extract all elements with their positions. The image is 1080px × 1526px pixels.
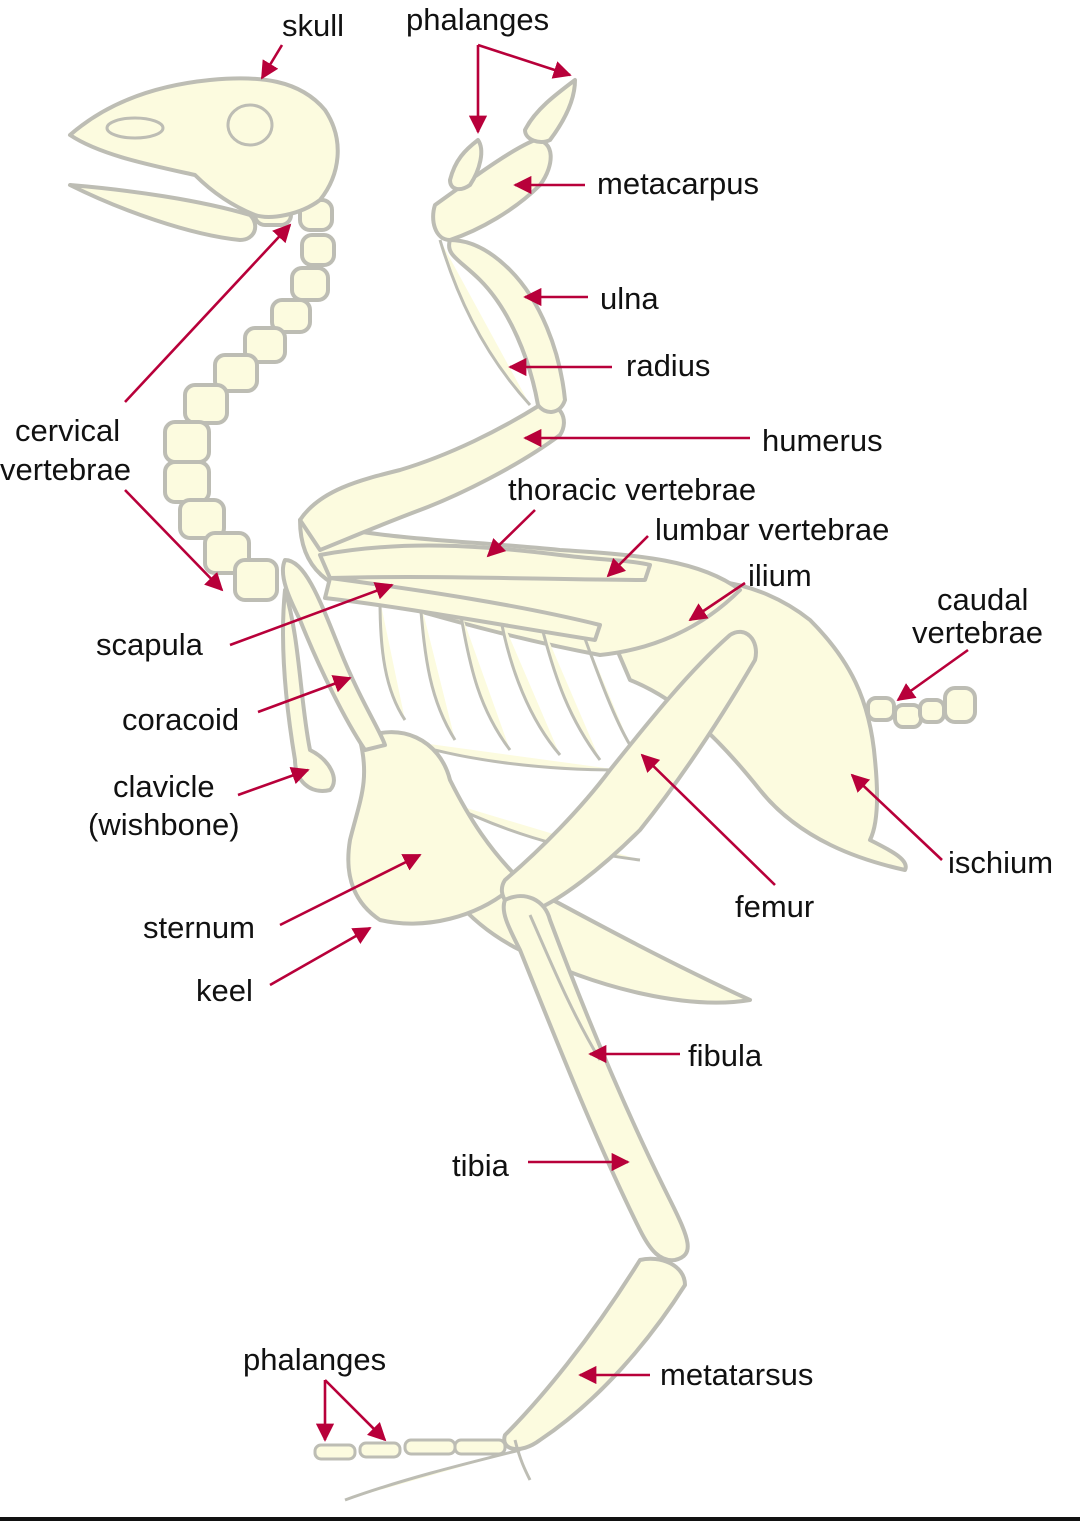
ischium-bone — [598, 578, 908, 872]
skull-nostril — [105, 116, 165, 140]
label-coracoid: coracoid — [122, 702, 239, 737]
label-cervical-line1: cervical — [15, 413, 120, 448]
label-scapula: scapula — [96, 627, 204, 662]
label-thoracic-vertebrae: thoracic vertebrae — [508, 472, 756, 507]
tibia-bone — [501, 894, 690, 1263]
sternum-bone — [346, 730, 522, 926]
thoracic-vertebrae-bone — [318, 543, 652, 582]
label-fibula: fibula — [688, 1038, 763, 1073]
foot-phalanges-bones — [313, 1438, 532, 1502]
label-clavicle-line2: (wishbone) — [88, 807, 240, 842]
skull-bone — [68, 76, 340, 219]
lower-jaw-bone — [68, 183, 258, 242]
scapula-bone — [323, 576, 602, 642]
clavicle-bone — [281, 588, 336, 793]
label-femur: femur — [735, 889, 814, 924]
metatarsus-bone — [502, 1256, 687, 1451]
label-tibia: tibia — [452, 1148, 510, 1183]
wing-phalanx-2 — [448, 138, 484, 192]
label-skull: skull — [282, 8, 344, 43]
label-lumbar-vertebrae: lumbar vertebrae — [655, 512, 889, 547]
label-metacarpus: metacarpus — [597, 166, 759, 201]
metacarpus-bone — [431, 138, 553, 242]
label-ulna: ulna — [600, 281, 659, 316]
label-humerus: humerus — [762, 423, 883, 458]
label-keel: keel — [196, 973, 253, 1008]
label-cervical-line2: vertebrae — [0, 452, 131, 487]
tail-vertebrae — [866, 686, 977, 729]
label-ischium: ischium — [948, 845, 1053, 880]
wing-phalanx-1 — [523, 78, 577, 144]
label-phalanges-foot: phalanges — [243, 1342, 386, 1377]
skeleton-drawing — [68, 76, 977, 1502]
label-metatarsus: metatarsus — [660, 1357, 813, 1392]
label-ilium: ilium — [748, 558, 812, 593]
skull-eye-socket — [226, 103, 274, 147]
radius-bone — [438, 239, 532, 407]
labels: skull phalanges metacarpus ulna radius h… — [0, 2, 1053, 1392]
label-caudal-line2: vertebrae — [912, 615, 1043, 650]
ribcage — [378, 599, 641, 862]
label-caudal-line1: caudal — [937, 582, 1028, 617]
ulna-bone — [447, 238, 567, 414]
label-radius: radius — [626, 348, 710, 383]
label-phalanges-wing: phalanges — [406, 2, 549, 37]
humerus-bone — [298, 402, 566, 552]
label-clavicle-line1: clavicle — [113, 769, 215, 804]
label-sternum: sternum — [143, 910, 255, 945]
fibula-bone — [528, 914, 602, 1061]
leader-lines — [124, 43, 969, 1442]
bottom-border — [0, 1517, 1080, 1521]
